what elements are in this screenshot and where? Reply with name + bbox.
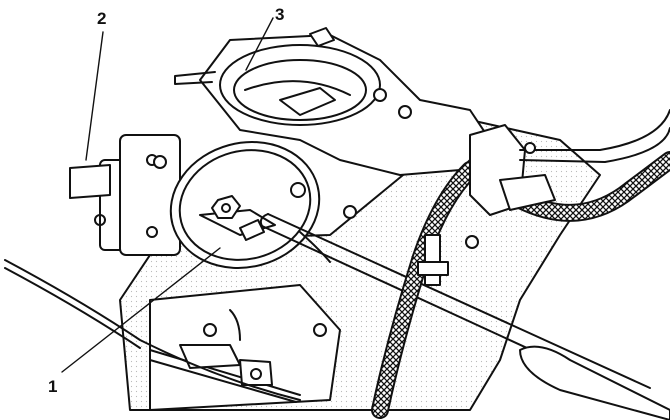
vent-pipe — [174, 71, 216, 85]
leader-line-2 — [85, 31, 104, 161]
callout-label-3: 3 — [275, 5, 284, 24]
callout-label-2: 2 — [97, 9, 106, 28]
float-chamber — [149, 284, 341, 411]
vacuum-pipe — [519, 109, 670, 163]
screwdriver — [259, 213, 670, 420]
throttle-cable — [4, 259, 301, 401]
throttle-linkage — [149, 344, 301, 403]
leader-line-3 — [245, 17, 274, 71]
adjusting-screw — [211, 195, 265, 241]
leader-line-1 — [61, 247, 221, 373]
diaphragm-cover — [153, 141, 321, 269]
hose-connector — [465, 124, 556, 249]
choke-housing — [219, 44, 381, 126]
callout-label-1: 1 — [48, 377, 57, 396]
mounting-bolts — [343, 88, 536, 219]
top-knob — [309, 27, 335, 47]
stud-nut — [417, 234, 449, 286]
